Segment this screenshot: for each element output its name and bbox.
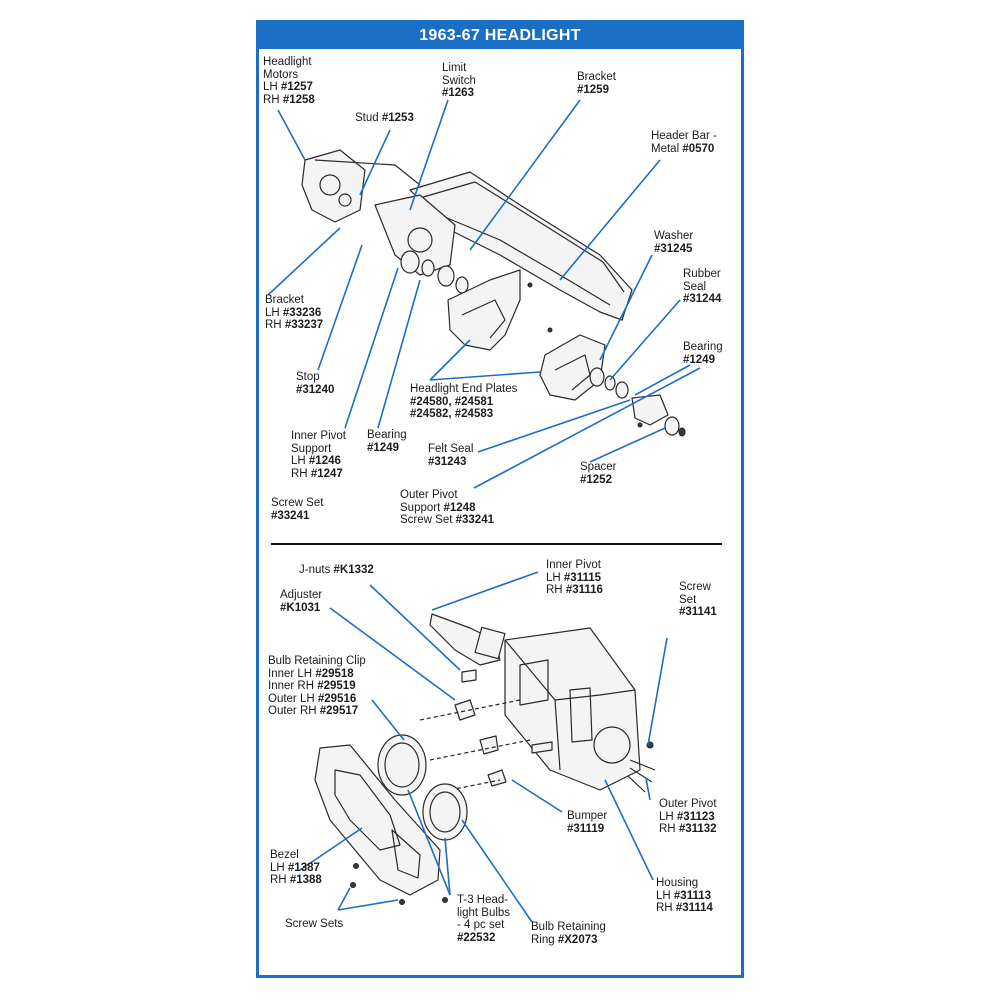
bumper — [487, 769, 507, 787]
bearing-right — [615, 381, 629, 399]
label-spacer: Spacer #1252 — [580, 461, 617, 486]
label-felt-seal: Felt Seal #31243 — [428, 443, 474, 468]
label-bumper: Bumper #31119 — [567, 810, 608, 835]
label-bezel: Bezel LH #1387 RH #1388 — [270, 849, 322, 886]
label-washer: Washer #31245 — [654, 230, 694, 255]
label-bearing-lower: Bearing #1249 — [367, 429, 407, 454]
spacer — [664, 416, 680, 436]
header-bar-metal — [409, 171, 633, 321]
label-limit-switch: Limit Switch #1263 — [442, 62, 476, 99]
label-adjuster: Adjuster #K1031 — [280, 589, 323, 614]
label-stud: Stud #1253 — [355, 112, 414, 124]
adjuster — [454, 699, 476, 721]
label-stop: Stop #31240 — [296, 371, 335, 396]
label-rubber-seal: Rubber Seal #31244 — [683, 268, 722, 305]
washer — [604, 375, 616, 391]
label-bracket-top: Bracket #1259 — [577, 71, 616, 96]
headlight-end-plate-right — [539, 334, 606, 401]
bezel — [314, 744, 441, 896]
label-headlight-bulbs: T-3 Head- light Bulbs - 4 pc set #22532 — [457, 894, 511, 944]
lower-leaders — [299, 571, 668, 923]
label-bulb-retaining-clip: Bulb Retaining Clip Inner LH #29518 Inne… — [268, 655, 366, 717]
label-screw-sets: Screw Sets — [285, 918, 344, 930]
label-screw-set-lower: Screw Set #31141 — [679, 581, 717, 618]
label-screw-set-upper: Screw Set #33241 — [271, 497, 324, 522]
label-headlight-motors: Headlight Motors LH #1257 RH #1258 — [263, 56, 315, 106]
label-inner-pivot-support: Inner Pivot Support LH #1246 RH #1247 — [291, 430, 346, 480]
label-outer-pivot: Outer Pivot LH #31123 RH #31132 — [659, 798, 717, 835]
rubber-seal — [589, 367, 605, 387]
label-bracket-left: Bracket LH #33236 RH #33237 — [265, 294, 324, 331]
label-j-nuts: J-nuts #K1332 — [299, 564, 374, 576]
upper-assembly-drawing — [301, 149, 686, 437]
label-header-bar: Header Bar - Metal #0570 — [651, 130, 717, 155]
lower-assembly-drawing — [314, 613, 656, 905]
outer-pivot-support — [631, 394, 669, 426]
inner-pivot-support — [374, 194, 456, 276]
label-headlight-end-plates: Headlight End Plates #24580, #24581 #245… — [410, 383, 518, 420]
label-bulb-retaining-ring: Bulb Retaining Ring #X2073 — [531, 921, 606, 946]
label-inner-pivot: Inner Pivot LH #31115 RH #31116 — [546, 559, 603, 596]
headlight-end-plate-left — [447, 269, 521, 351]
label-outer-pivot-support: Outer Pivot Support #1248 Screw Set #332… — [400, 489, 494, 526]
housing — [504, 627, 641, 791]
label-housing: Housing LH #31113 RH #31114 — [656, 877, 713, 914]
diagram-title: 1963-67 HEADLIGHT — [259, 23, 741, 49]
outer-pivot — [627, 759, 656, 793]
upper-leaders — [267, 99, 701, 489]
label-bearing-right: Bearing #1249 — [683, 341, 723, 366]
bearing-upper — [400, 250, 420, 274]
